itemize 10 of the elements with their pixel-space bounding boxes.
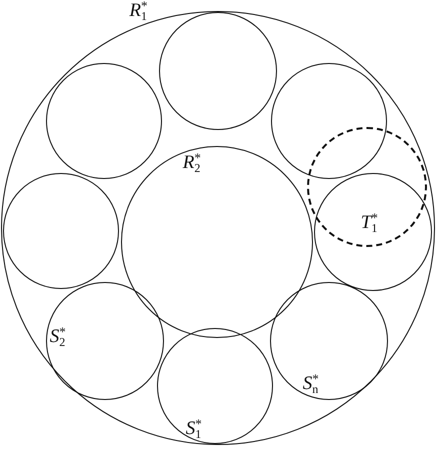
- dashed-circle: [307, 127, 428, 248]
- circle: [271, 63, 388, 180]
- circle: [314, 173, 432, 292]
- circle: [121, 146, 314, 338]
- circle: [3, 173, 120, 290]
- circle: [157, 328, 274, 444]
- circle: [270, 282, 388, 400]
- circle: [159, 12, 278, 130]
- circle: [46, 282, 164, 400]
- circle: [46, 63, 162, 180]
